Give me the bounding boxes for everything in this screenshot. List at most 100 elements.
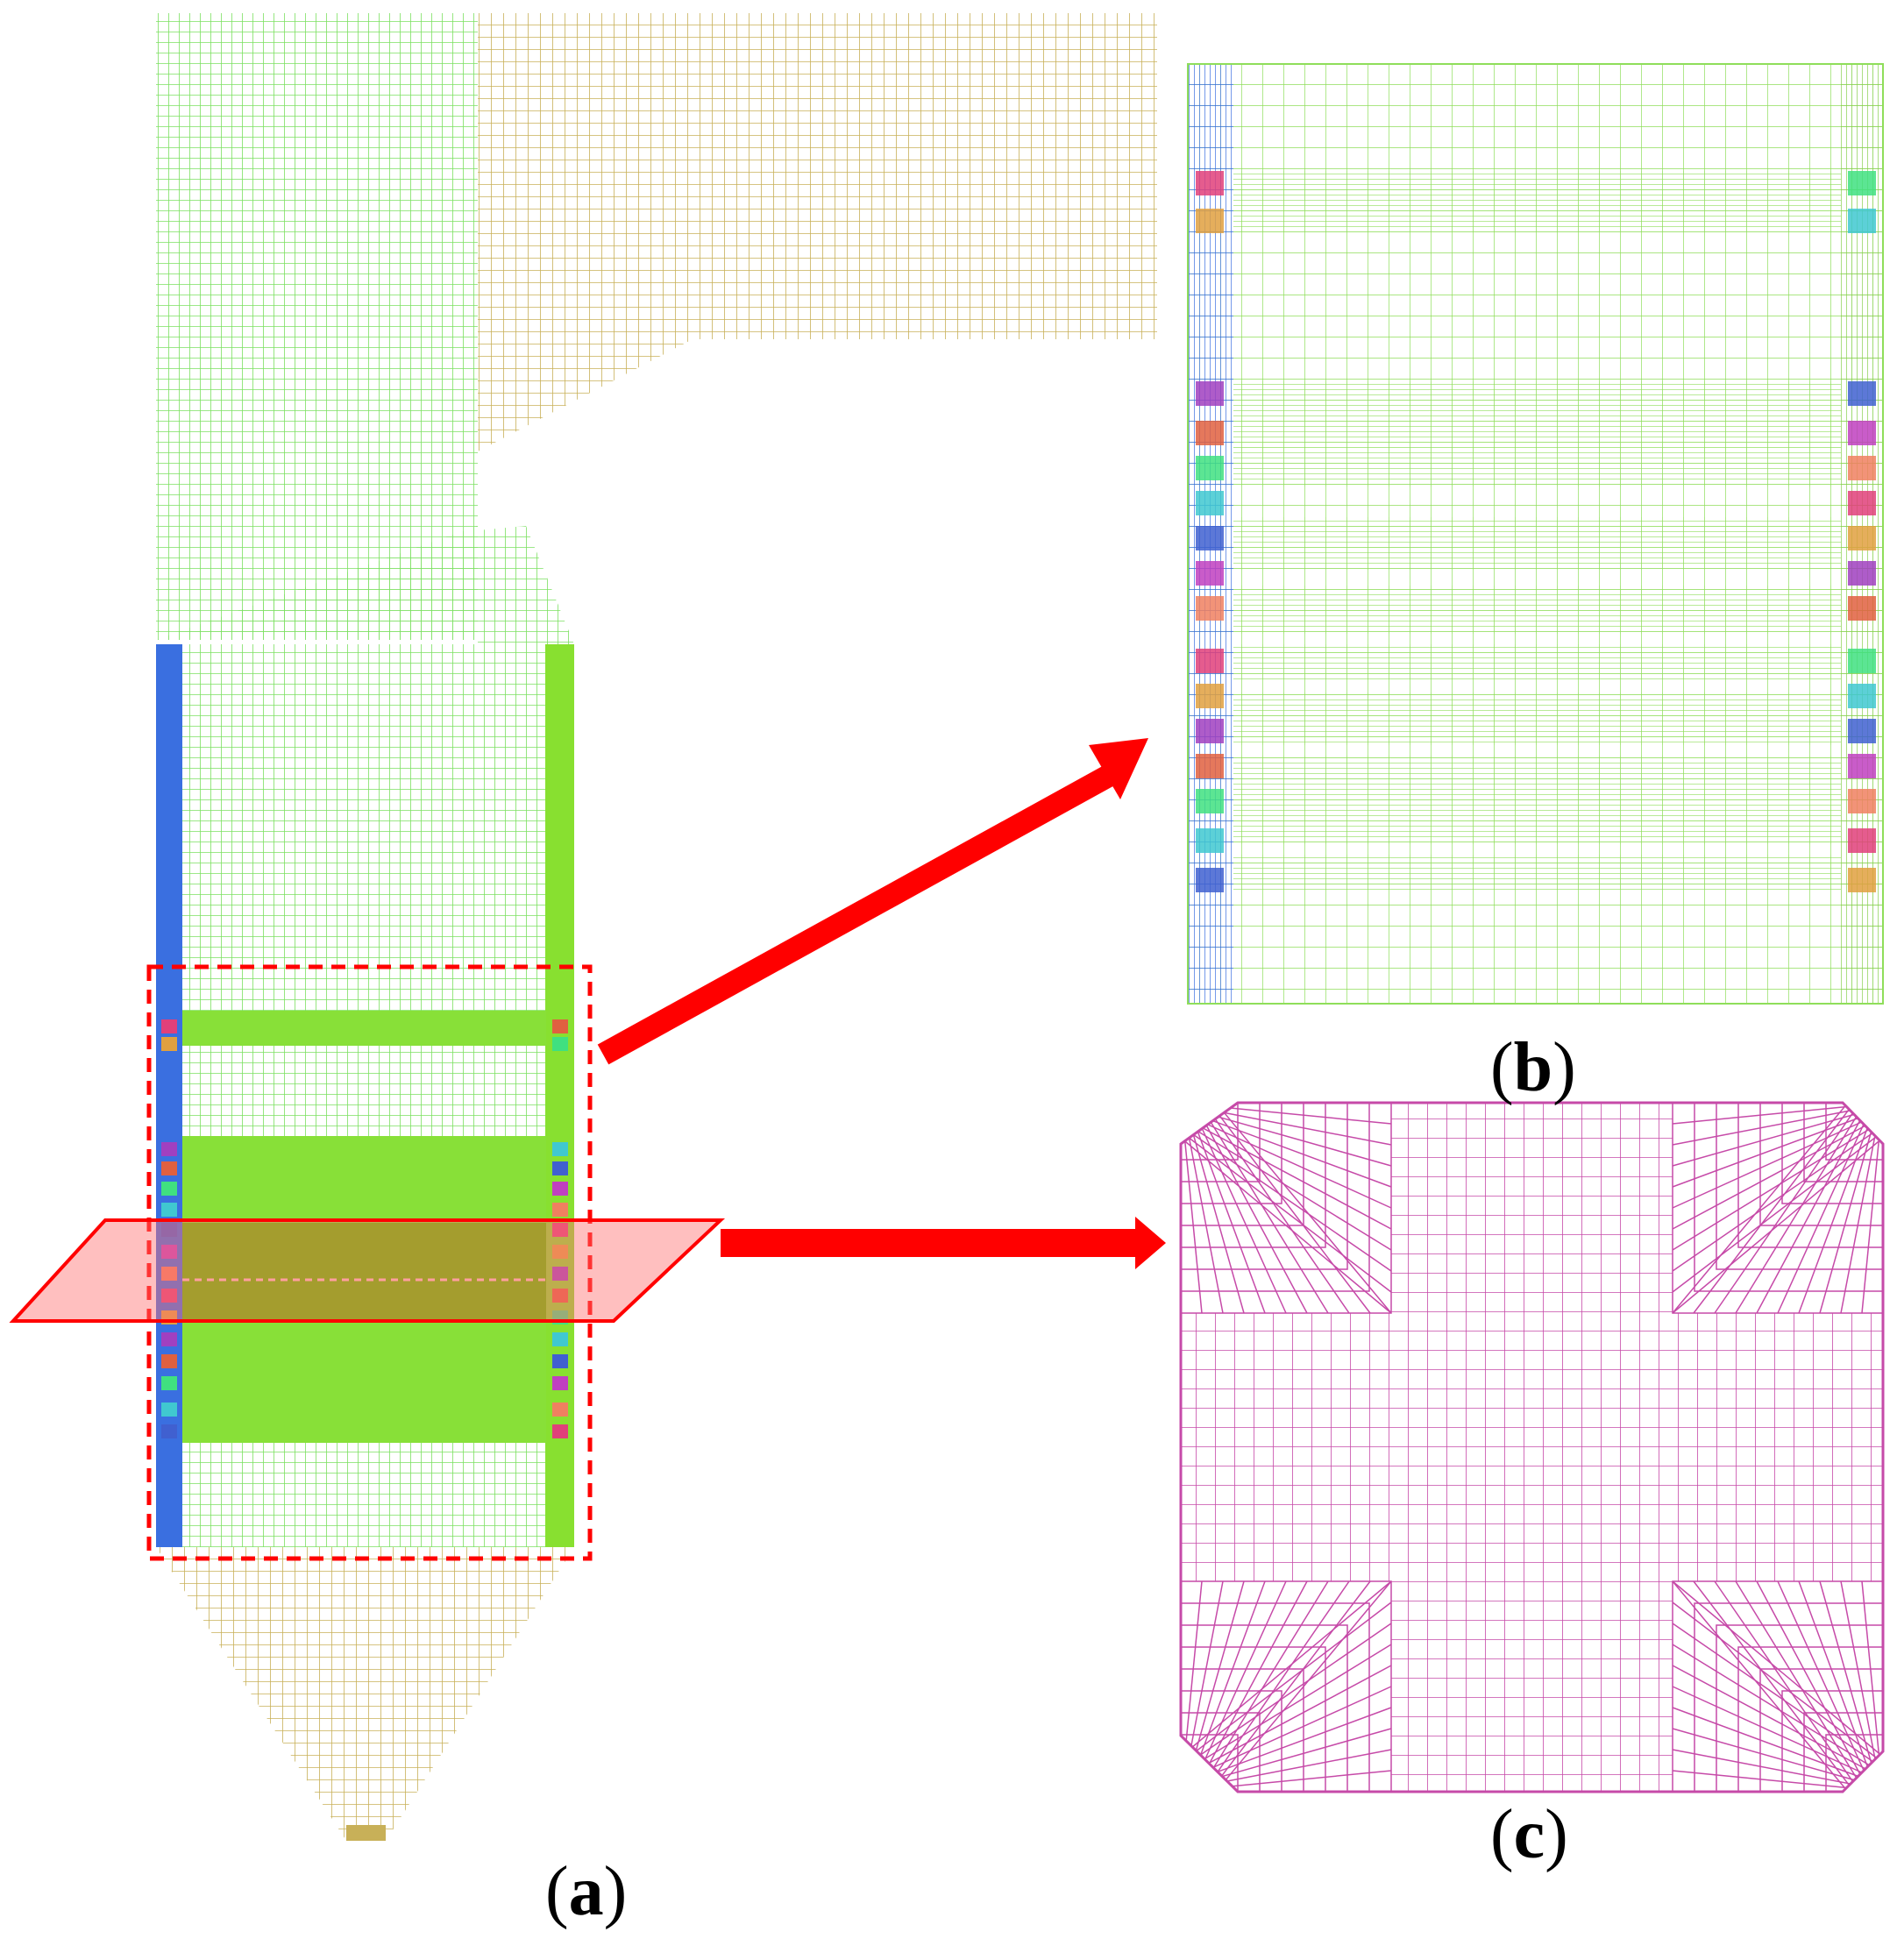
upper-furnace-mesh	[156, 13, 478, 640]
burner-marker	[552, 1182, 568, 1196]
refined-band	[1233, 171, 1841, 232]
corner-block	[1673, 1581, 1883, 1792]
burner-marker	[1196, 456, 1224, 480]
burner-marker	[161, 1245, 177, 1259]
hopper-mesh	[156, 1547, 574, 1841]
refined-band	[1233, 447, 1841, 486]
corner-block	[1673, 1103, 1883, 1313]
corner-radial-mesh	[1181, 1103, 1883, 1792]
burner-marker	[1196, 561, 1224, 586]
burner-marker	[552, 1403, 568, 1417]
burner-marker	[1848, 456, 1876, 480]
burner-marker	[1848, 649, 1876, 673]
burner-marker	[552, 1142, 568, 1156]
burner-marker	[1848, 209, 1876, 233]
corner-block	[1181, 1581, 1391, 1792]
arrow-to-c	[721, 1217, 1166, 1269]
burner-marker	[1196, 171, 1224, 195]
burner-marker	[1196, 789, 1224, 813]
burner-marker	[552, 1019, 568, 1033]
burner-marker	[161, 1142, 177, 1156]
burner-marker	[1196, 421, 1224, 445]
refined-band	[1233, 644, 1841, 679]
burner-marker	[161, 1182, 177, 1196]
refined-band	[1233, 517, 1841, 570]
arrow-to-b	[597, 738, 1148, 1065]
hopper-outlet	[346, 1825, 386, 1841]
refined-band	[1233, 381, 1841, 451]
panel-b-mesh	[1187, 63, 1884, 1005]
burner-marker	[552, 1161, 568, 1175]
refined-bands-b	[1233, 171, 1841, 890]
burner-marker	[161, 1161, 177, 1175]
burner-marker	[161, 1223, 177, 1237]
burner-marker	[552, 1332, 568, 1346]
burner-marker	[552, 1245, 568, 1259]
panel-a-mesh	[9, 13, 1157, 1841]
burner-marker	[1848, 421, 1876, 445]
burner-marker	[1848, 171, 1876, 195]
refined-band	[1233, 692, 1841, 745]
burner-marker	[161, 1376, 177, 1390]
zoom-region-box	[146, 964, 593, 1561]
refined-band	[1233, 805, 1841, 844]
burner-marker	[1848, 828, 1876, 853]
burner-marker	[1848, 719, 1876, 743]
corner-block	[1181, 1103, 1391, 1313]
burner-marker	[1848, 596, 1876, 621]
nose-mesh	[156, 526, 478, 640]
refined-band	[1233, 855, 1841, 890]
burner-marker	[552, 1289, 568, 1303]
burner-marker	[161, 1267, 177, 1281]
right-wall	[545, 644, 574, 1547]
burner-marker	[1196, 754, 1224, 778]
plane-intersection-band	[182, 1223, 546, 1319]
burner-marker	[552, 1267, 568, 1281]
burner-marker	[552, 1376, 568, 1390]
panel-label-c: (c)	[1490, 1796, 1568, 1873]
panel-label-b: (b)	[1490, 1029, 1576, 1106]
burner-marker	[552, 1223, 568, 1237]
burner-marker	[1848, 561, 1876, 586]
burner-marker	[1196, 828, 1224, 853]
burner-marker	[161, 1289, 177, 1303]
left-wall	[156, 644, 182, 1547]
burner-marker	[1196, 526, 1224, 550]
burner-marker	[552, 1424, 568, 1438]
burner-marker	[161, 1424, 177, 1438]
burner-markers-b	[1196, 171, 1876, 892]
burner-marker	[1848, 526, 1876, 550]
refined-band	[1233, 586, 1841, 634]
burner-marker	[552, 1037, 568, 1051]
panel-label-a: (a)	[545, 1853, 628, 1930]
burner-marker	[161, 1037, 177, 1051]
burner-marker	[1196, 209, 1224, 233]
cross-section-outline	[1179, 1101, 1885, 1793]
burner-marker	[1196, 719, 1224, 743]
burner-marker	[1196, 596, 1224, 621]
burner-marker	[1848, 754, 1876, 778]
burner-marker	[161, 1403, 177, 1417]
burner-marker	[161, 1354, 177, 1368]
burner-marker	[1848, 381, 1876, 406]
burner-marker	[1848, 868, 1876, 892]
burner-marker	[1196, 868, 1224, 892]
burner-marker	[161, 1019, 177, 1033]
burner-marker	[1848, 684, 1876, 708]
refined-band	[1233, 756, 1841, 804]
panel-c-mesh	[1179, 1101, 1885, 1793]
burner-band	[182, 1011, 546, 1046]
burner-marker	[1196, 684, 1224, 708]
burner-marker	[552, 1203, 568, 1217]
burner-marker	[1196, 649, 1224, 673]
burner-marker	[552, 1354, 568, 1368]
burner-marker	[1848, 491, 1876, 515]
burner-marker	[161, 1203, 177, 1217]
burner-marker	[1848, 789, 1876, 813]
burner-markers-a	[161, 1019, 568, 1438]
outlet-duct-mesh	[478, 13, 1157, 451]
burner-marker	[1196, 491, 1224, 515]
burner-marker	[1196, 381, 1224, 406]
burner-marker	[161, 1332, 177, 1346]
